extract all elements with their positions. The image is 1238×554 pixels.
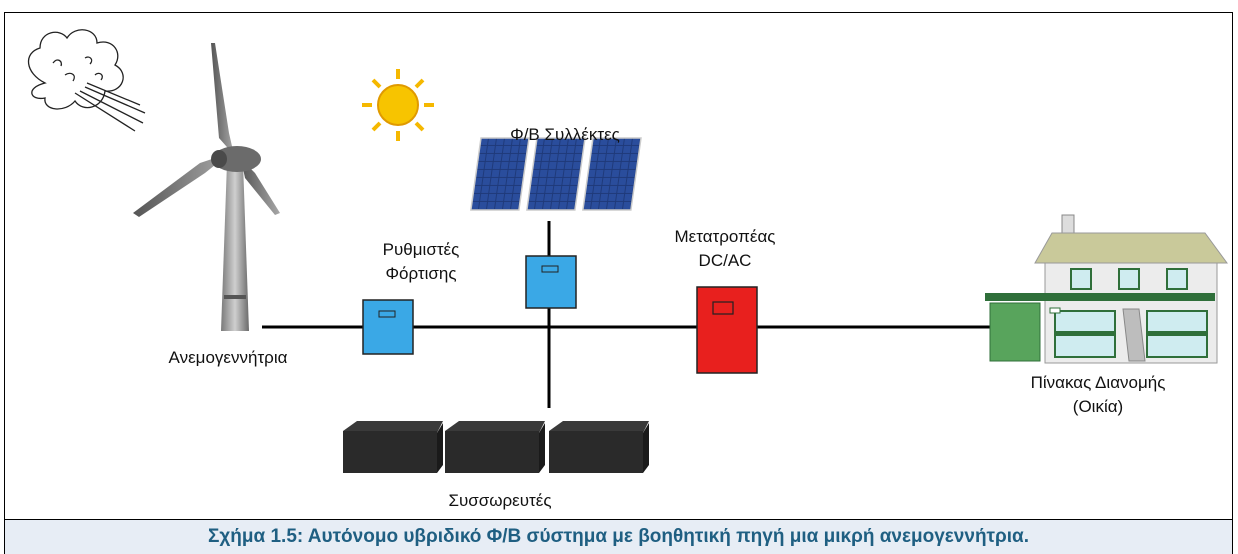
batteries-label: Συσσωρευτές [448,491,552,510]
pv-panel-icon [470,137,642,211]
diagram-frame: Φ/Β Συλλέκτες Ρυθμιστές Φόρτισης Μετατρο… [4,12,1233,520]
battery-icon [343,421,649,473]
charge-controllers-label-line2: Φόρτισης [385,264,457,283]
wind-cloud-icon [27,29,146,132]
charge-controllers-label: Ρυθμιστές Φόρτισης [351,238,491,286]
caption-bar: Σχήμα 1.5: Αυτόνομο υβριδικό Φ/Β σύστημα… [4,520,1233,554]
charge-controller-right [525,255,577,309]
sun-icon [362,69,434,141]
charge-controllers-label-line1: Ρυθμιστές [382,240,460,259]
pv-panels-label: Φ/Β Συλλέκτες [510,125,620,144]
house-icon [985,214,1228,364]
distribution-board-label-line2: (Οικία) [1072,397,1124,416]
distribution-board-label-line1: Πίνακας Διανομής [1030,373,1166,392]
wind-turbine-label: Ανεμογεννήτρια [168,348,288,367]
wind-turbine-icon [133,43,280,331]
inverter-label-line2: DC/AC [698,251,752,270]
charge-controller-left [362,299,414,355]
distribution-board-label: Πίνακας Διανομής (Οικία) [1013,371,1183,419]
inverter-label: Μετατροπέας DC/AC [650,225,800,273]
figure-caption: Σχήμα 1.5: Αυτόνομο υβριδικό Φ/Β σύστημα… [207,526,1030,547]
diagram-canvas [27,29,1228,473]
inverter-box [696,286,758,374]
inverter-label-line1: Μετατροπέας [674,227,776,246]
